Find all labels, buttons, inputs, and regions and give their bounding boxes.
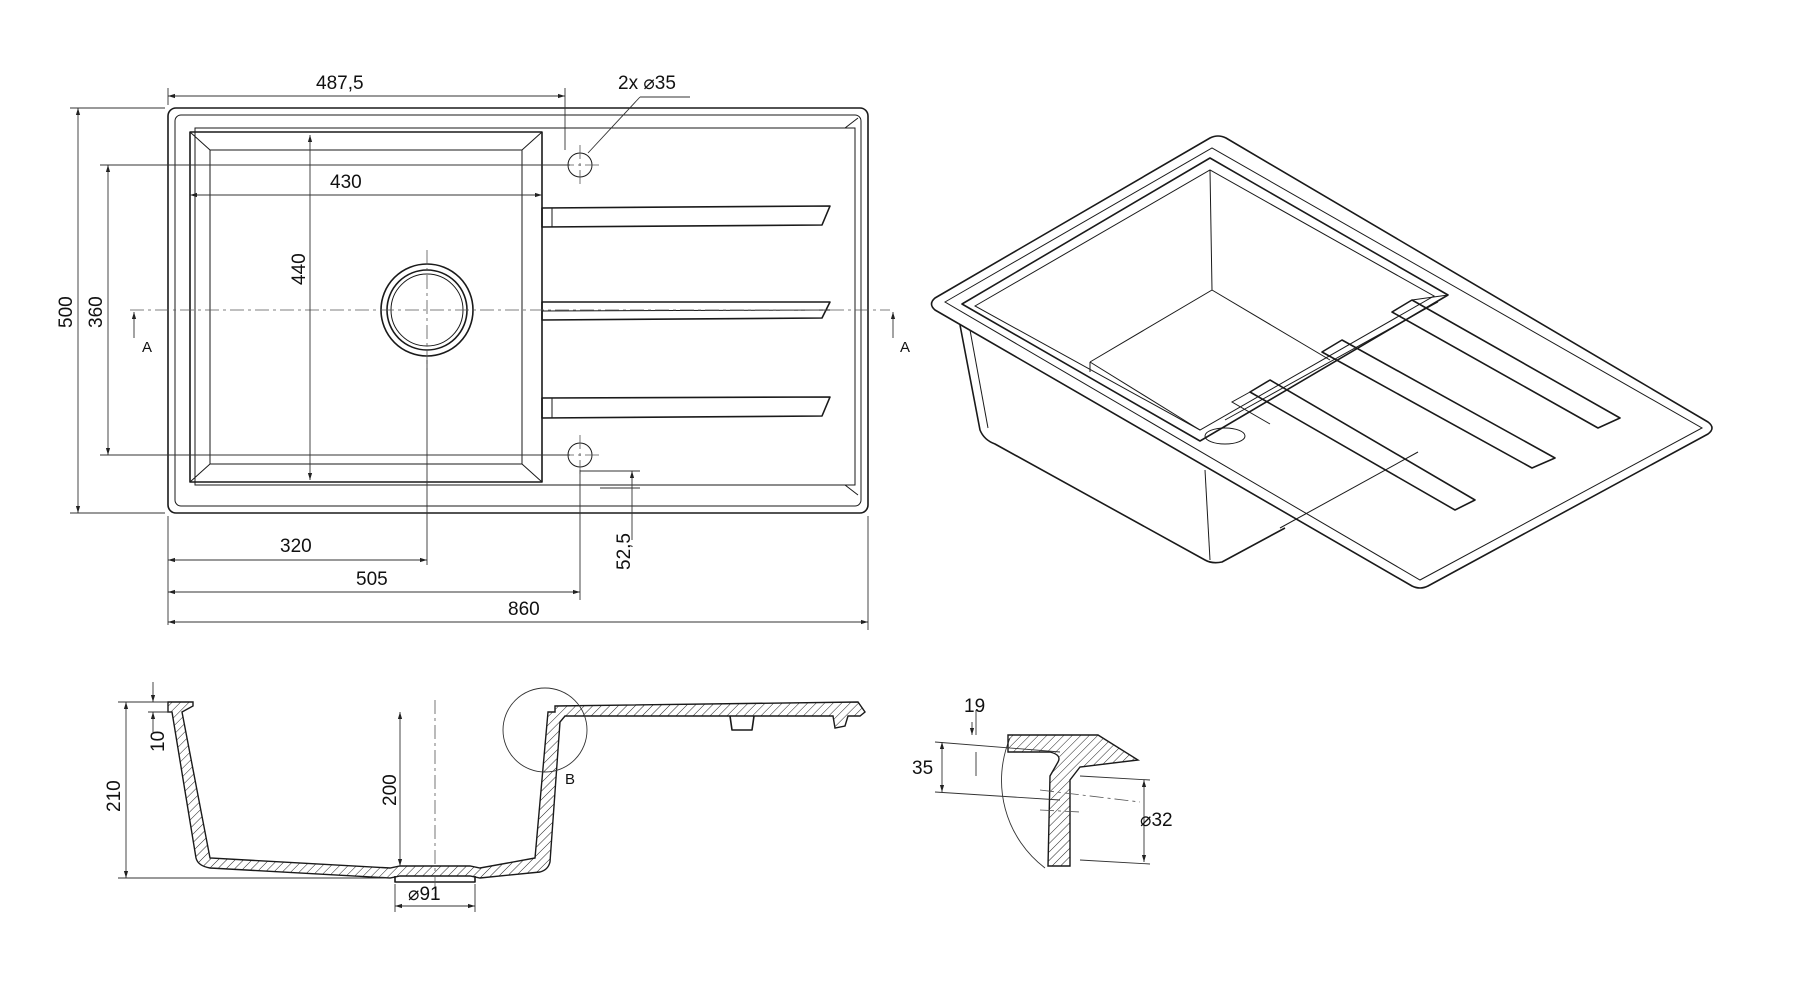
dim-flange: 10 [148, 731, 169, 752]
dim-drain-diameter: ⌀91 [408, 884, 441, 905]
dim-bowl-width: 430 [330, 172, 362, 193]
top-view: 487,5 2x ⌀35 430 440 500 360 A A 52,5 [56, 73, 910, 630]
drainboard-groove-1 [541, 205, 831, 228]
dim-rim-width: 19 [964, 696, 985, 717]
dim-overall-depth: 500 [56, 296, 77, 328]
dim-tap-holes: 2x ⌀35 [618, 73, 676, 94]
iso-bowl-opening [961, 157, 1449, 442]
section-view: B 10 210 200 ⌀91 [104, 682, 866, 912]
detail-b-circle [502, 687, 588, 773]
bowl-inner [209, 149, 523, 465]
dim-hole-edge-offset: 52,5 [614, 533, 635, 570]
drainboard-groove-3 [541, 396, 831, 419]
section-profile [167, 701, 866, 879]
dim-bowl-depth: 360 [86, 296, 107, 328]
dim-drain-offset: 320 [280, 536, 312, 557]
dim-bowl-length: 440 [289, 253, 310, 285]
dim-rim-height: 35 [912, 758, 933, 779]
dim-hole-diameter: ⌀32 [1140, 810, 1173, 831]
detail-marker-b: B [565, 771, 575, 788]
dim-bowl-center-x: 487,5 [316, 73, 364, 94]
drainboard-groove-2 [541, 301, 831, 321]
detail-outline-arc [1001, 737, 1046, 869]
detail-b-view: 19 35 ⌀32 [912, 696, 1173, 869]
iso-groove-3 [1391, 299, 1621, 429]
sink-rim-inner [174, 114, 862, 507]
detail-profile [1007, 734, 1141, 867]
dim-overall-width: 860 [508, 599, 540, 620]
sink-outer-outline [167, 107, 869, 514]
section-marker-left: A [142, 339, 152, 356]
iso-groove-2 [1321, 339, 1556, 469]
iso-rim-outer [930, 135, 1713, 589]
iso-bowl-walls [959, 324, 1286, 564]
bowl-outer [189, 131, 543, 483]
dim-total-height: 210 [104, 780, 125, 812]
isometric-view [930, 135, 1713, 589]
iso-groove-1 [1249, 379, 1476, 511]
section-marker-right: A [900, 339, 910, 356]
drainboard-recess [194, 127, 856, 486]
dim-bowl-height: 200 [380, 774, 401, 806]
dim-hole-offset: 505 [356, 569, 388, 590]
